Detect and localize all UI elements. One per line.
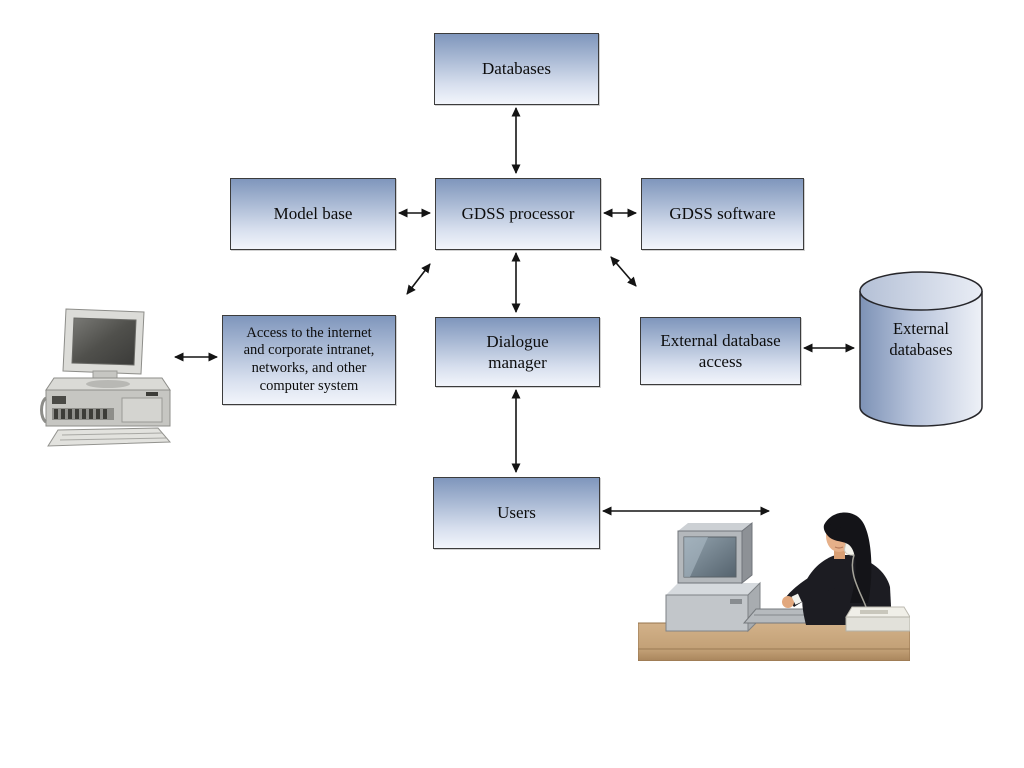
arrow-gdss-processor-external-db-access — [610, 256, 637, 287]
database-cylinder-icon — [859, 271, 983, 427]
node-external-databases-label: External databases — [889, 319, 953, 360]
person-at-desk-illustration — [638, 512, 910, 661]
node-gdss-software: GDSS software — [641, 178, 804, 250]
desktop-computer-illustration — [40, 308, 172, 447]
node-databases: Databases — [434, 33, 599, 105]
node-users: Users — [433, 477, 600, 549]
node-external-databases-cylinder: External databases — [858, 270, 984, 428]
arrow-gdss-processor-internet-access — [406, 263, 431, 295]
node-gdss-processor: GDSS processor — [435, 178, 601, 250]
node-dialogue-manager: Dialogue manager — [435, 317, 600, 387]
node-internet-access: Access to the internet and corporate int… — [222, 315, 396, 405]
node-model-base: Model base — [230, 178, 396, 250]
node-external-database-access: External database access — [640, 317, 801, 385]
